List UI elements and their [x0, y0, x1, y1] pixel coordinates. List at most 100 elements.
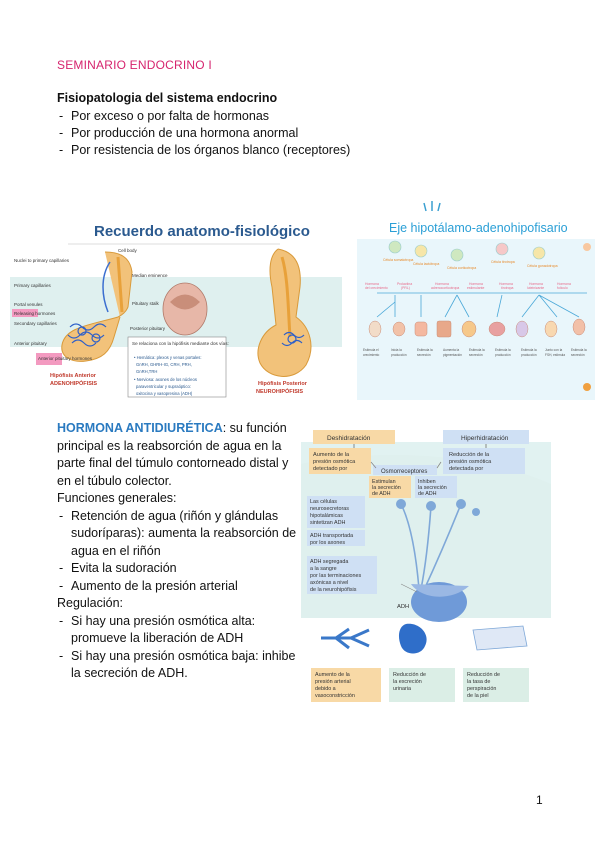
- svg-text:Cell body: Cell body: [118, 248, 138, 253]
- svg-text:Portal venules: Portal venules: [14, 302, 43, 307]
- svg-text:tirotropa: tirotropa: [501, 286, 514, 290]
- svg-text:luteinizante: luteinizante: [527, 286, 544, 290]
- svg-text:Estimula la: Estimula la: [417, 348, 433, 352]
- svg-text:pigmentación: pigmentación: [443, 353, 462, 357]
- list-item: Por resistencia de los órganos blanco (r…: [57, 142, 350, 159]
- svg-text:• Hemática: plexos y venas por: • Hemática: plexos y venas portales:: [134, 355, 202, 360]
- svg-text:ADH segregada: ADH segregada: [310, 559, 348, 565]
- svg-text:perspiración: perspiración: [467, 686, 496, 692]
- svg-text:paraventricular y supraóptico:: paraventricular y supraóptico:: [136, 384, 191, 389]
- svg-text:GnRH, GHRH-IG, CRH, PRH,: GnRH, GHRH-IG, CRH, PRH,: [136, 362, 192, 367]
- list-item: Retención de agua (riñón y glándulas sud…: [57, 508, 297, 561]
- svg-text:urinaria: urinaria: [393, 686, 411, 692]
- svg-text:Reducción de: Reducción de: [393, 672, 426, 678]
- svg-text:por los axones: por los axones: [310, 540, 345, 546]
- svg-text:de ADH: de ADH: [418, 491, 437, 497]
- svg-text:Inicia la: Inicia la: [391, 348, 402, 352]
- axis-figure: Eje hipotálamo-adenohipofisario Célula s…: [357, 217, 595, 400]
- svg-text:Nuclei to primary capillaries: Nuclei to primary capillaries: [14, 258, 70, 263]
- svg-text:Median eminence: Median eminence: [132, 273, 168, 278]
- svg-text:Anterior pituitary: Anterior pituitary: [14, 341, 48, 346]
- list-item: Por producción de una hormona anormal: [57, 125, 350, 142]
- hormone-intro: : su función principal es la reabsorción…: [57, 421, 289, 488]
- svg-text:la secreción: la secreción: [418, 485, 447, 491]
- svg-text:presión osmótica: presión osmótica: [449, 459, 492, 465]
- adh-intro: HORMONA ANTIDIURÉTICA: su función princi…: [57, 420, 297, 490]
- svg-text:• Nerviosa: axones de los núcl: • Nerviosa: axones de los núcleos: [134, 377, 197, 382]
- list-item: Aumento de la presión arterial: [57, 578, 297, 596]
- svg-text:Inhiben: Inhiben: [418, 479, 436, 485]
- spark-decoration: [423, 201, 441, 212]
- svg-text:Estimula la: Estimula la: [495, 348, 511, 352]
- svg-text:NEUROHIPÓFISIS: NEUROHIPÓFISIS: [256, 387, 303, 395]
- svg-text:Se relaciona con la hipófisis: Se relaciona con la hipófisis mediante d…: [132, 341, 229, 346]
- svg-text:Reducción de la: Reducción de la: [449, 452, 490, 458]
- svg-text:Aumento de la: Aumento de la: [313, 452, 350, 458]
- section-subtitle: Fisiopatologia del sistema endocrino: [57, 91, 278, 105]
- svg-text:por las terminaciones: por las terminaciones: [310, 573, 362, 579]
- svg-text:Célula tirotropa: Célula tirotropa: [491, 260, 515, 264]
- adh-figure: Deshidratación Hiperhidratación Aumento …: [301, 424, 551, 706]
- svg-text:sintetizan ADH: sintetizan ADH: [310, 520, 345, 526]
- regulation-list: Si hay una presión osmótica alta: promue…: [57, 613, 297, 683]
- svg-text:Aumenta la: Aumenta la: [443, 348, 459, 352]
- svg-text:Hiperhidratación: Hiperhidratación: [461, 435, 509, 442]
- svg-text:Célula corticotropa: Célula corticotropa: [447, 266, 476, 270]
- svg-text:Primary capillaries: Primary capillaries: [14, 283, 52, 288]
- svg-text:Estimulan: Estimulan: [372, 479, 396, 485]
- svg-text:Célula lactótropa: Célula lactótropa: [413, 262, 439, 266]
- svg-text:Célula gonadotropa: Célula gonadotropa: [527, 264, 558, 268]
- hormone-name: HORMONA ANTIDIURÉTICA: [57, 421, 223, 435]
- svg-text:Prolactina: Prolactina: [397, 282, 412, 286]
- svg-text:Pituitary stalk: Pituitary stalk: [132, 301, 160, 306]
- svg-text:Hipófisis Posterior: Hipófisis Posterior: [258, 381, 308, 387]
- svg-text:Osmorreceptores: Osmorreceptores: [381, 469, 427, 475]
- svg-text:Deshidratación: Deshidratación: [327, 435, 371, 442]
- svg-text:Releasing hormones: Releasing hormones: [14, 311, 56, 316]
- svg-text:FSH, estimula: FSH, estimula: [545, 353, 565, 357]
- svg-text:Posterior pituitary: Posterior pituitary: [130, 326, 166, 331]
- svg-text:estimulante: estimulante: [467, 286, 484, 290]
- svg-text:secreción: secreción: [417, 353, 431, 357]
- svg-text:GnRH,TRH: GnRH,TRH: [136, 369, 157, 374]
- page-number: 1: [536, 793, 543, 807]
- adh-section: HORMONA ANTIDIURÉTICA: su función princi…: [57, 420, 297, 683]
- svg-text:ADH transportada: ADH transportada: [310, 533, 353, 539]
- svg-text:del crecimiento: del crecimiento: [365, 286, 388, 290]
- svg-text:detectado por: detectado por: [313, 466, 347, 472]
- dehydration-box: [313, 430, 395, 444]
- svg-text:Hipófisis Anterior: Hipófisis Anterior: [50, 373, 97, 379]
- svg-text:axónicas a nivel: axónicas a nivel: [310, 580, 348, 586]
- svg-text:Anterior pituitary hormones: Anterior pituitary hormones: [38, 356, 93, 361]
- list-item: Si hay una presión osmótica alta: promue…: [57, 613, 297, 648]
- list-item: Si hay una presión osmótica baja: inhibe…: [57, 648, 297, 683]
- regulation-heading: Regulación:: [57, 596, 124, 610]
- svg-text:ADH: ADH: [397, 604, 409, 610]
- document-title: SEMINARIO ENDOCRINO I: [57, 58, 212, 72]
- list-item: Por exceso o por falta de hormonas: [57, 108, 350, 125]
- svg-text:a la sangre: a la sangre: [310, 566, 337, 572]
- svg-text:Hormona: Hormona: [469, 282, 483, 286]
- svg-text:de ADH: de ADH: [372, 491, 391, 497]
- svg-text:ADENOHIPÓFISIS: ADENOHIPÓFISIS: [50, 379, 97, 387]
- svg-text:producción: producción: [391, 353, 407, 357]
- svg-text:la tasa de: la tasa de: [467, 679, 490, 685]
- svg-text:Las células: Las células: [310, 499, 337, 505]
- svg-text:Hormona: Hormona: [499, 282, 513, 286]
- svg-text:la excreción: la excreción: [393, 679, 422, 685]
- anatomy-title: Recuerdo anatomo-fisiológico: [94, 223, 310, 240]
- svg-text:Hormona: Hormona: [365, 282, 379, 286]
- functions-list: Retención de agua (riñón y glándulas sud…: [57, 508, 297, 596]
- svg-text:secreción: secreción: [469, 353, 483, 357]
- svg-text:de la piel: de la piel: [467, 693, 489, 699]
- svg-text:Estimula el: Estimula el: [363, 348, 379, 352]
- svg-text:de la neurohipófisis: de la neurohipófisis: [310, 587, 357, 593]
- svg-text:Estimula la: Estimula la: [521, 348, 537, 352]
- svg-text:secreción: secreción: [571, 353, 585, 357]
- svg-text:la secreción: la secreción: [372, 485, 401, 491]
- svg-text:crecimiento: crecimiento: [363, 353, 380, 357]
- svg-text:Junto con la: Junto con la: [545, 348, 562, 352]
- svg-text:Hormona: Hormona: [435, 282, 449, 286]
- svg-text:Hormona: Hormona: [529, 282, 543, 286]
- svg-text:presión osmótica: presión osmótica: [313, 459, 356, 465]
